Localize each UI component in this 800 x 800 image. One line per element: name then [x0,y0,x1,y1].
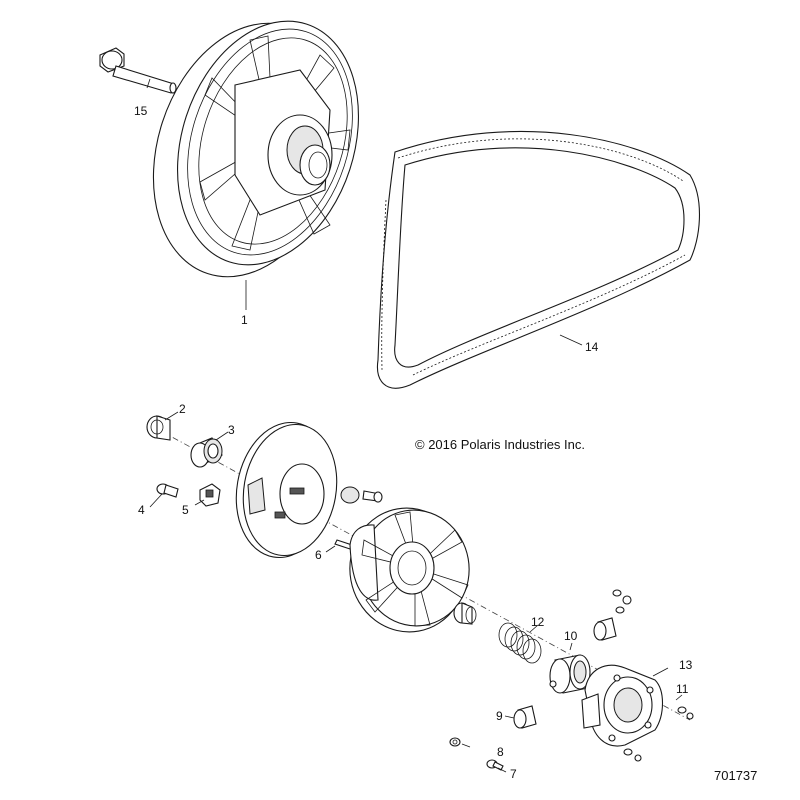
callout-12: 12 [531,615,545,629]
part-7-screw [486,759,507,773]
spring-seat-ring [453,602,477,625]
callout-2: 2 [179,402,186,416]
callout-4: 4 [138,503,145,517]
sheave-half-outer [235,421,383,559]
callout-3: 3 [228,423,235,437]
callout-13: 13 [679,658,693,672]
part-10-bearing-housing [549,642,591,694]
callout-10: 10 [564,629,578,643]
part-11-screws [612,589,694,762]
part-13-cover [581,664,669,747]
figure-number: 701737 [714,768,758,783]
part-5-slider [194,483,221,507]
sheave-spider-plate [349,507,470,633]
part-15-bolt [99,47,177,94]
callout-8: 8 [497,745,504,759]
callout-1: 1 [241,313,248,327]
copyright-notice: © 2016 Polaris Industries Inc. [415,437,585,452]
callout-15: 15 [134,104,148,118]
callout-11: 11 [676,682,689,696]
part-6-pin [325,539,353,553]
callout-9: 9 [496,709,503,723]
part-8-washer [449,737,471,748]
part-4-pin [149,483,179,508]
slider-shoe-upper [593,617,617,641]
part-9-slider-shoe [504,705,537,729]
callout-7: 7 [510,767,517,781]
part-1-secondary-sheave [152,20,360,310]
callout-14: 14 [585,340,599,354]
part-3-bearing [190,431,229,468]
callout-6: 6 [315,548,322,562]
part-14-drive-belt [376,130,700,389]
part-12-spring [498,622,542,664]
part-2-bushing [146,411,179,441]
callout-5: 5 [182,503,189,517]
